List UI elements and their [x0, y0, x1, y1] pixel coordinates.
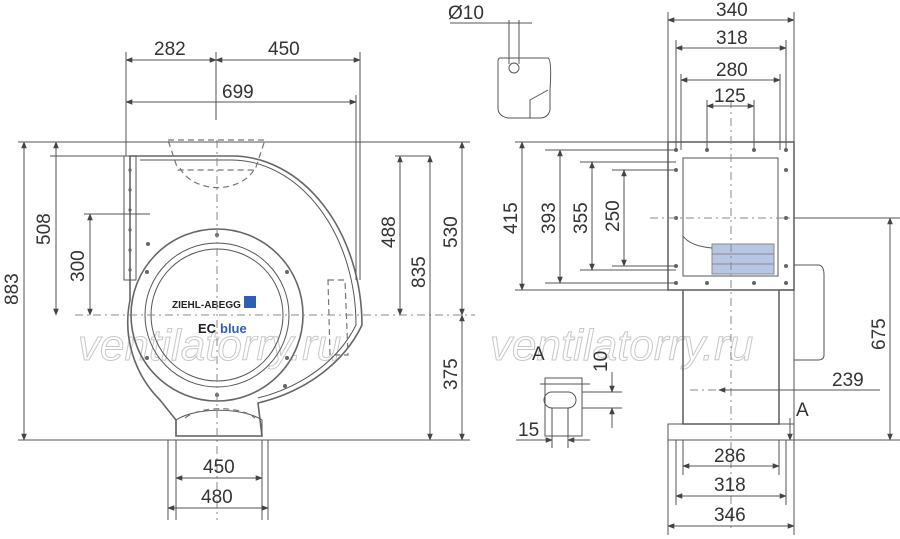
detail-a-label: A — [532, 344, 545, 365]
front-view: ZIEHL-ABEGG EC blue — [2, 39, 475, 520]
detail-a-dim-15: 15 — [518, 420, 539, 441]
dim-239: 239 — [832, 370, 864, 391]
dim-415: 415 — [501, 202, 522, 234]
detail-hole: Ø10 — [448, 3, 552, 119]
dim-282: 282 — [154, 39, 186, 60]
dim-300: 300 — [68, 250, 89, 282]
dim-286: 286 — [714, 446, 746, 467]
dim-675: 675 — [869, 318, 890, 350]
dim-375: 375 — [441, 358, 462, 390]
blue-logo-text: blue — [220, 321, 247, 336]
housing-inner-edge — [140, 159, 357, 399]
dim-450-top: 450 — [268, 39, 300, 60]
watermark-right: ventilatorry.ru — [490, 321, 753, 370]
dim-280: 280 — [716, 60, 748, 81]
dim-355: 355 — [571, 202, 592, 234]
name-plate — [711, 243, 775, 275]
detail-a-dim-10: 10 — [591, 351, 612, 372]
brand-logo-icon — [244, 296, 256, 308]
dim-488: 488 — [379, 216, 400, 248]
dim-d10: Ø10 — [448, 3, 484, 24]
dim-835: 835 — [409, 256, 430, 288]
dim-530: 530 — [441, 216, 462, 248]
dim-346: 346 — [714, 505, 746, 526]
dim-508: 508 — [34, 213, 55, 245]
dim-318-bottom: 318 — [714, 475, 746, 496]
dim-450-bottom: 450 — [203, 457, 235, 478]
outlet-hidden — [167, 139, 266, 171]
base-foot — [175, 409, 263, 437]
dim-125: 125 — [714, 86, 746, 107]
dim-250: 250 — [603, 200, 624, 232]
dim-699: 699 — [222, 82, 254, 103]
side-flange — [123, 155, 137, 281]
dim-883: 883 — [2, 273, 23, 305]
dim-318-top: 318 — [716, 28, 748, 49]
dim-340: 340 — [716, 0, 748, 21]
ec-logo-text: EC — [198, 321, 217, 336]
dim-393: 393 — [539, 202, 560, 234]
dim-480: 480 — [201, 487, 233, 508]
arrow-a-label: A — [796, 400, 809, 421]
brand-logo-text: ZIEHL-ABEGG — [172, 300, 241, 311]
detail-a: A 10 15 — [516, 344, 622, 448]
side-view: 340 318 280 125 415 393 355 250 675 239 … — [501, 0, 900, 535]
